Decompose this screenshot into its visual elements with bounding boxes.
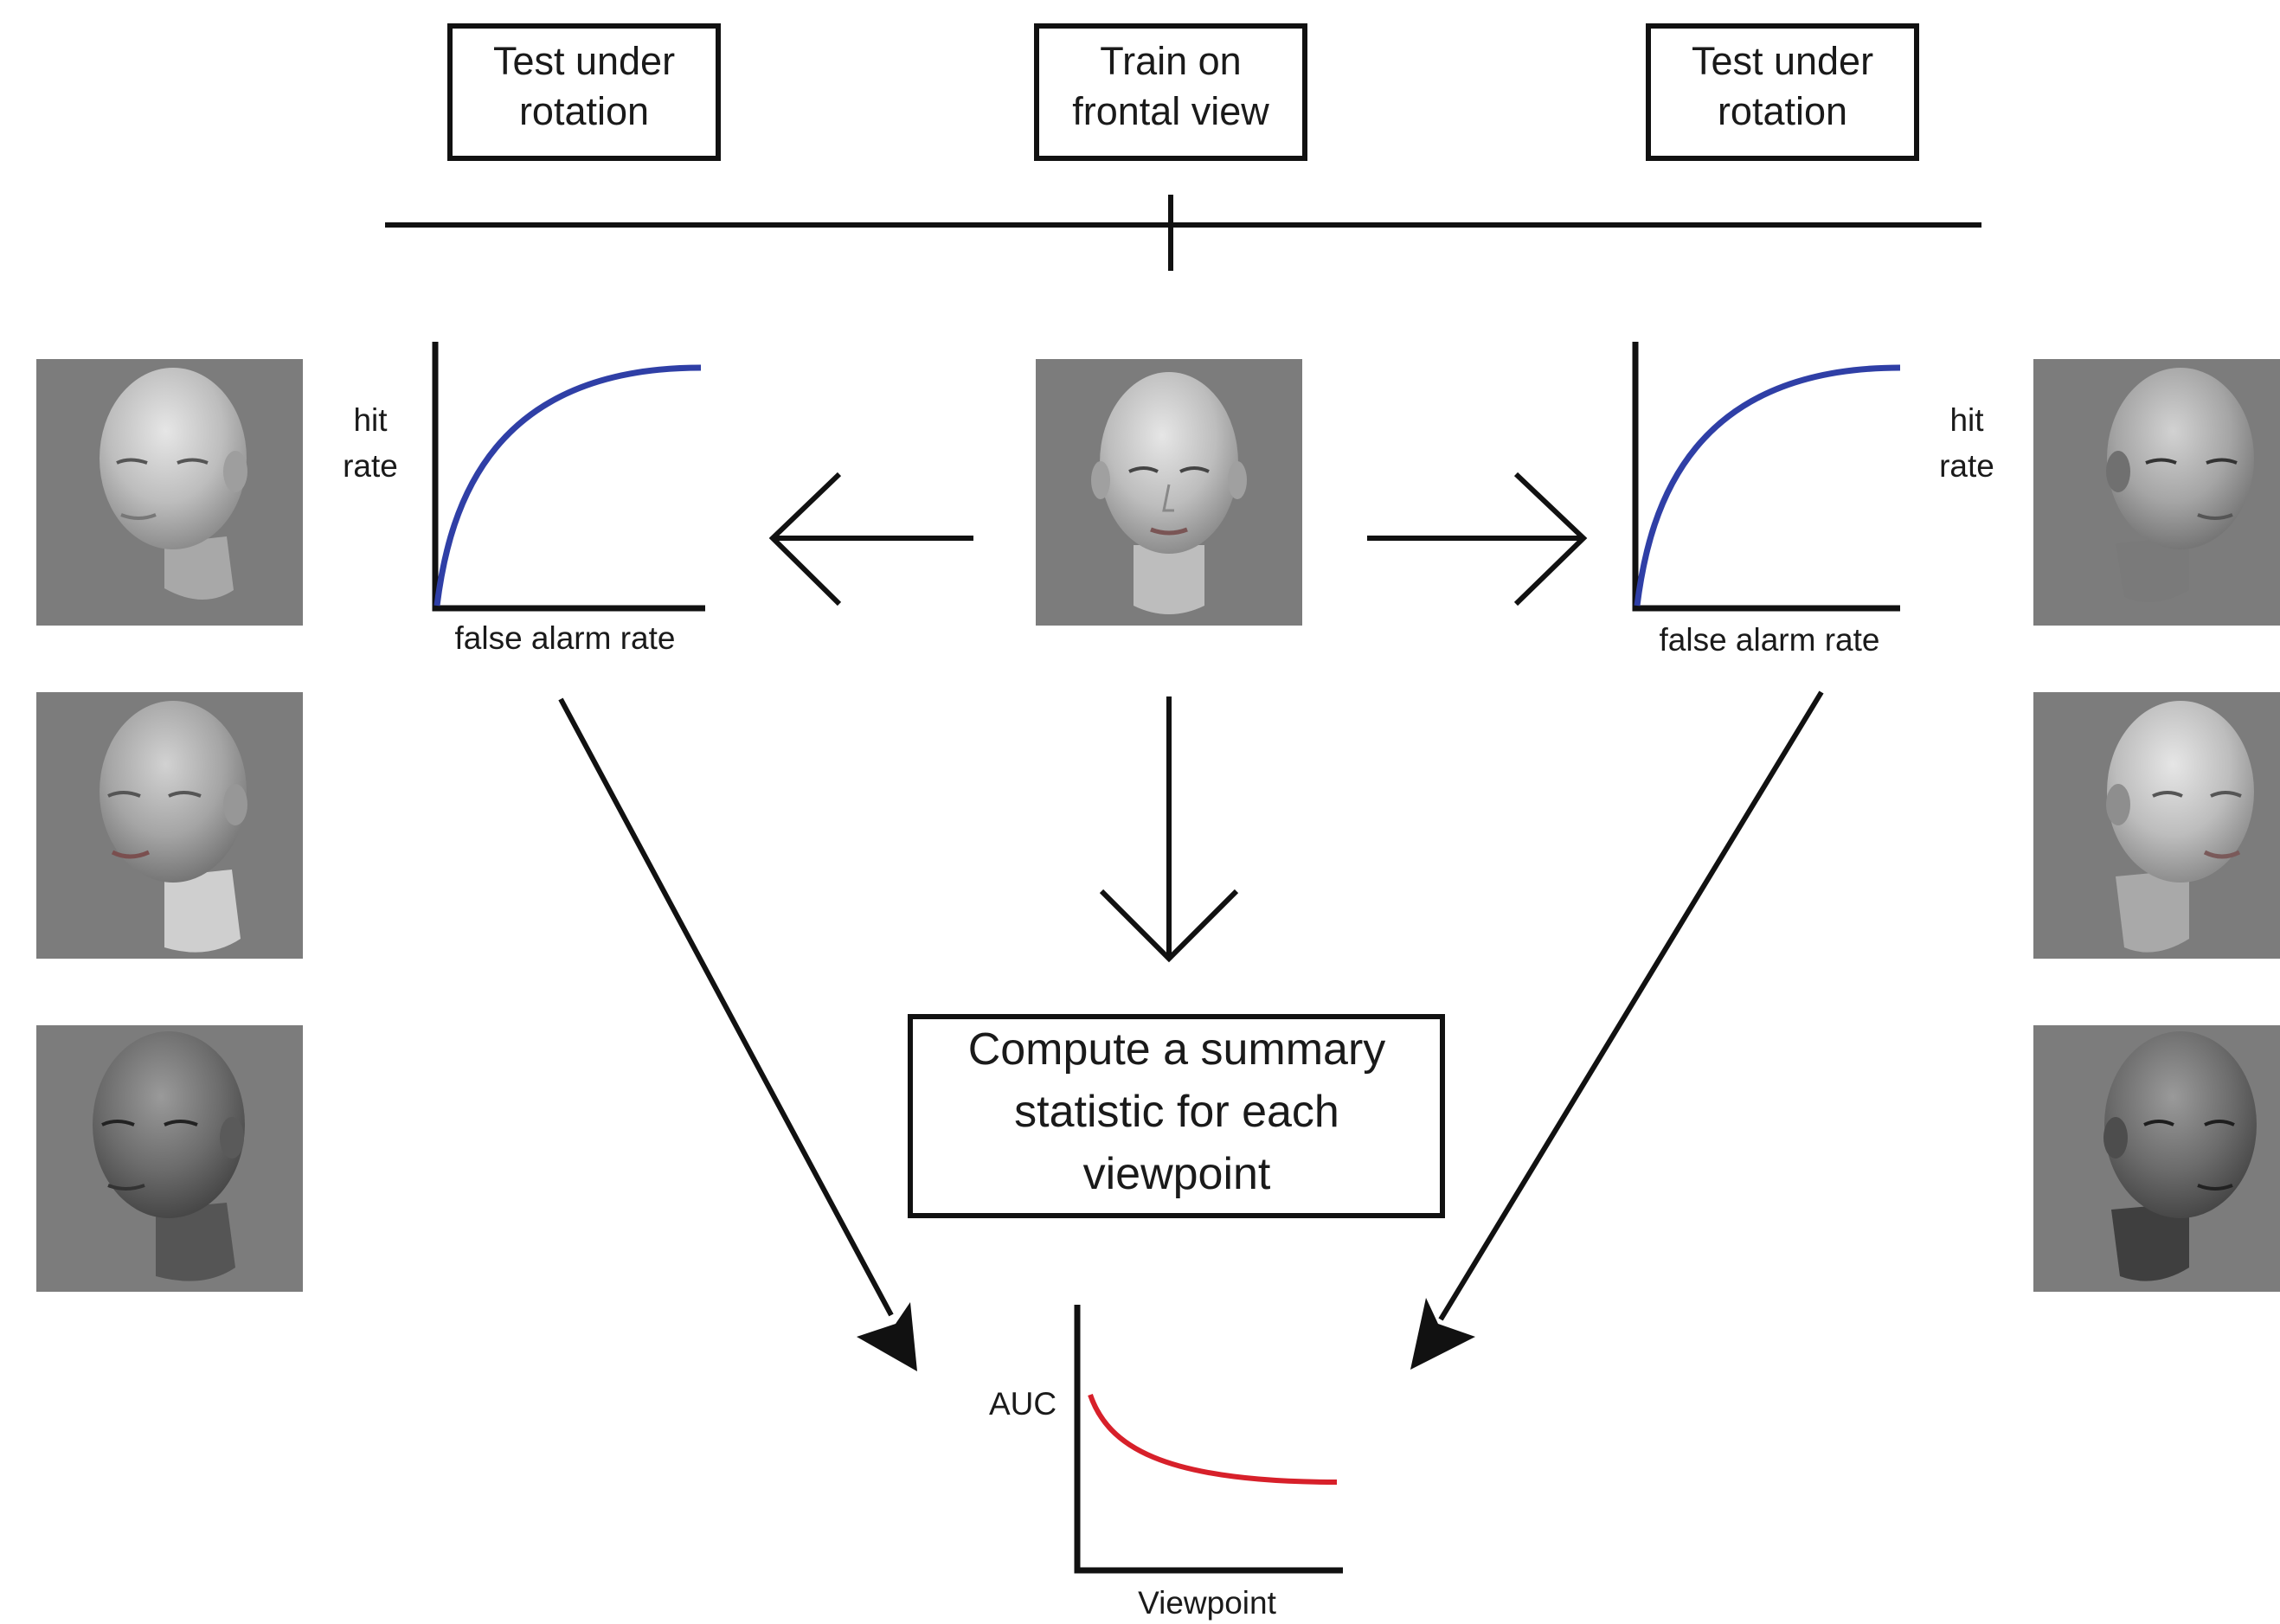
arrow-down-to-summary (1099, 696, 1239, 963)
left-face-column (36, 359, 303, 1292)
roc-plot-right: false alarm rate hit rate (1632, 342, 1994, 658)
roc-curve (434, 364, 702, 607)
roc-ylabel-line1: hit (1949, 402, 1984, 438)
arrow-right-roc-to-auc (1410, 690, 1824, 1370)
summary-line3: viewpoint (1083, 1149, 1271, 1199)
box-label-line2: rotation (519, 89, 649, 133)
face-rotated-left-3 (36, 1025, 303, 1292)
auc-curve (1088, 1394, 1338, 1485)
test-under-rotation-right-box: Test under rotation (1646, 23, 1919, 161)
auc-ylabel: AUC (989, 1386, 1057, 1422)
summary-line1: Compute a summary (968, 1024, 1386, 1075)
auc-plot: AUC Viewpoint (989, 1305, 1343, 1621)
compute-summary-box: Compute a summary statistic for each vie… (908, 1014, 1445, 1218)
auc-xlabel: Viewpoint (1138, 1585, 1276, 1621)
roc-curve (1634, 364, 1901, 607)
test-under-rotation-left-box: Test under rotation (447, 23, 721, 161)
face-rotated-right-3 (2033, 1025, 2280, 1292)
train-frontal-view-box: Train on frontal view (1034, 23, 1307, 161)
arrow-left-roc-to-auc (558, 697, 917, 1371)
roc-xlabel: false alarm rate (1660, 622, 1880, 658)
box-label-line1: Test under (1692, 39, 1873, 83)
face-rotated-left-1 (36, 359, 303, 626)
roc-ylabel-line1: hit (353, 402, 388, 438)
roc-ylabel-line2: rate (1939, 448, 1994, 484)
roc-axes (1632, 342, 1900, 612)
rotation-axis-line (385, 195, 1981, 271)
arrow-to-left-test (768, 472, 973, 607)
face-rotated-right-1 (2033, 359, 2280, 626)
face-frontal (1036, 359, 1302, 626)
box-label-line2: rotation (1718, 89, 1847, 133)
box-label-line1: Train on (1100, 39, 1241, 83)
roc-xlabel: false alarm rate (455, 620, 676, 656)
box-label-line2: frontal view (1072, 89, 1269, 133)
arrow-to-right-test (1367, 472, 1588, 607)
face-rotated-left-2 (36, 692, 303, 959)
roc-plot-left: hit rate false alarm rate (343, 342, 705, 656)
roc-ylabel-line2: rate (343, 448, 398, 484)
auc-axes (1074, 1305, 1343, 1574)
face-rotated-right-2 (2033, 692, 2280, 959)
box-label-line1: Test under (493, 39, 675, 83)
summary-line2: statistic for each (1014, 1087, 1339, 1137)
right-face-column (2033, 359, 2280, 1292)
roc-axes (432, 342, 705, 612)
